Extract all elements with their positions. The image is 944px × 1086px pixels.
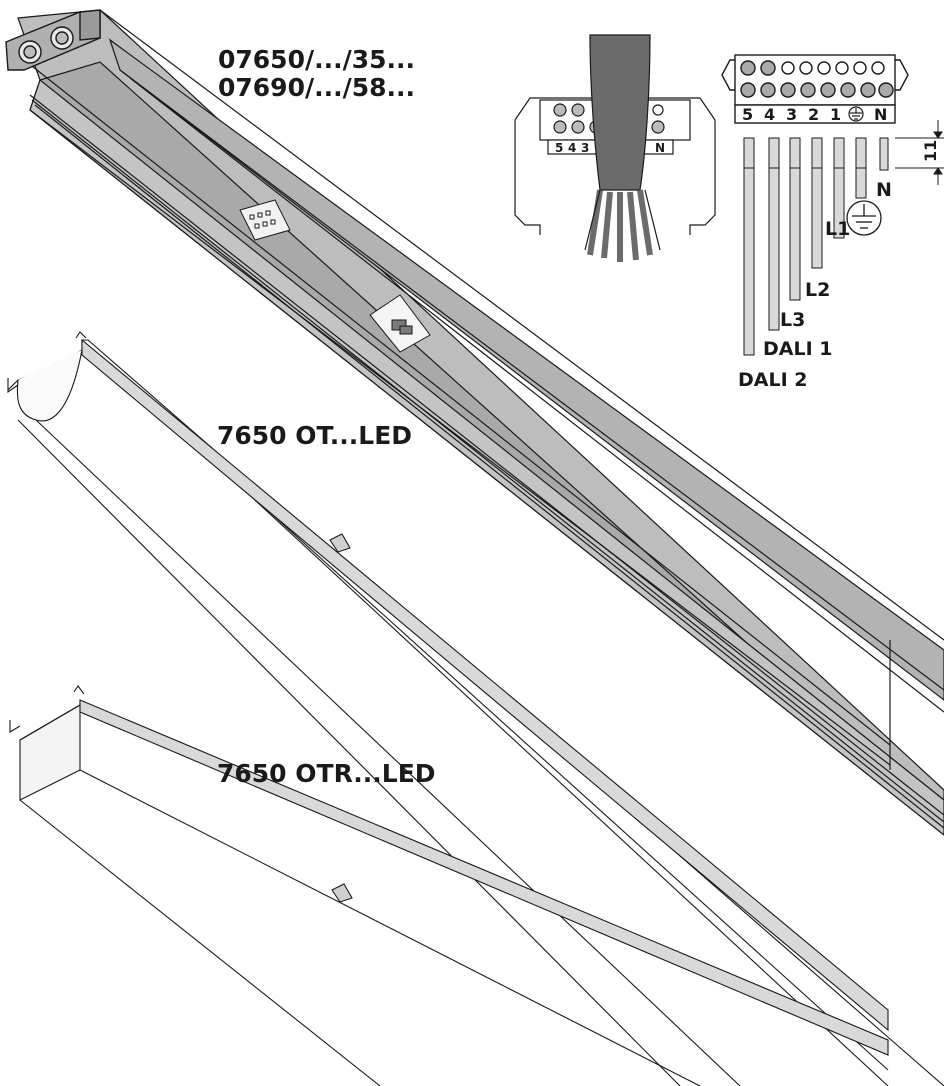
wire-label-n: N (876, 179, 892, 201)
terminal-clip-detail (514, 34, 716, 262)
wire-labels: N L1 L2 L3 DALI 1 DALI 2 (738, 179, 892, 391)
wires (743, 137, 889, 356)
terminal-number-5: 5 (742, 105, 753, 124)
cover-otr (9, 685, 889, 1086)
product-code-2: 07690/.../58... (218, 73, 415, 102)
wire-label-l3: L3 (780, 309, 805, 331)
terminal-number: 3 (581, 141, 589, 155)
terminal-number-2: 2 (808, 105, 819, 124)
wire-label-dali1: DALI 1 (763, 338, 833, 360)
dimension-marker (895, 120, 944, 185)
rail-bracket (369, 294, 431, 353)
rail-connector-block (239, 199, 291, 241)
cover-otr-label: 7650 OTR...LED (217, 759, 436, 788)
earth-ground-icon (846, 200, 882, 236)
terminal-number-1: 1 (830, 105, 841, 124)
product-codes: 07650/.../35... 07690/.../58... (218, 45, 415, 102)
trunking-rail (17, 9, 944, 836)
wire-label-l2: L2 (805, 279, 830, 301)
cover-ot (7, 331, 944, 1086)
terminal-number: N (655, 141, 665, 155)
terminal-block (721, 54, 909, 124)
terminal-numbers: 5 4 3 2 1 N (742, 105, 887, 124)
cover-ot-label: 7650 OT...LED (217, 421, 412, 450)
terminal-number-4: 4 (764, 105, 775, 124)
dimension-label: 11 (921, 140, 940, 162)
wire-label-l1: L1 (825, 218, 850, 240)
product-code-1: 07650/.../35... (218, 45, 415, 74)
terminal-number: 5 (555, 141, 563, 155)
terminal-number: 4 (568, 141, 576, 155)
terminal-numbers-small: 5 4 3 N (555, 141, 665, 155)
rail-end-cap (5, 9, 101, 71)
terminal-number-n: N (874, 105, 887, 124)
earth-ground-icon (848, 106, 864, 122)
terminal-number-3: 3 (786, 105, 797, 124)
wire-label-dali2: DALI 2 (738, 369, 808, 391)
